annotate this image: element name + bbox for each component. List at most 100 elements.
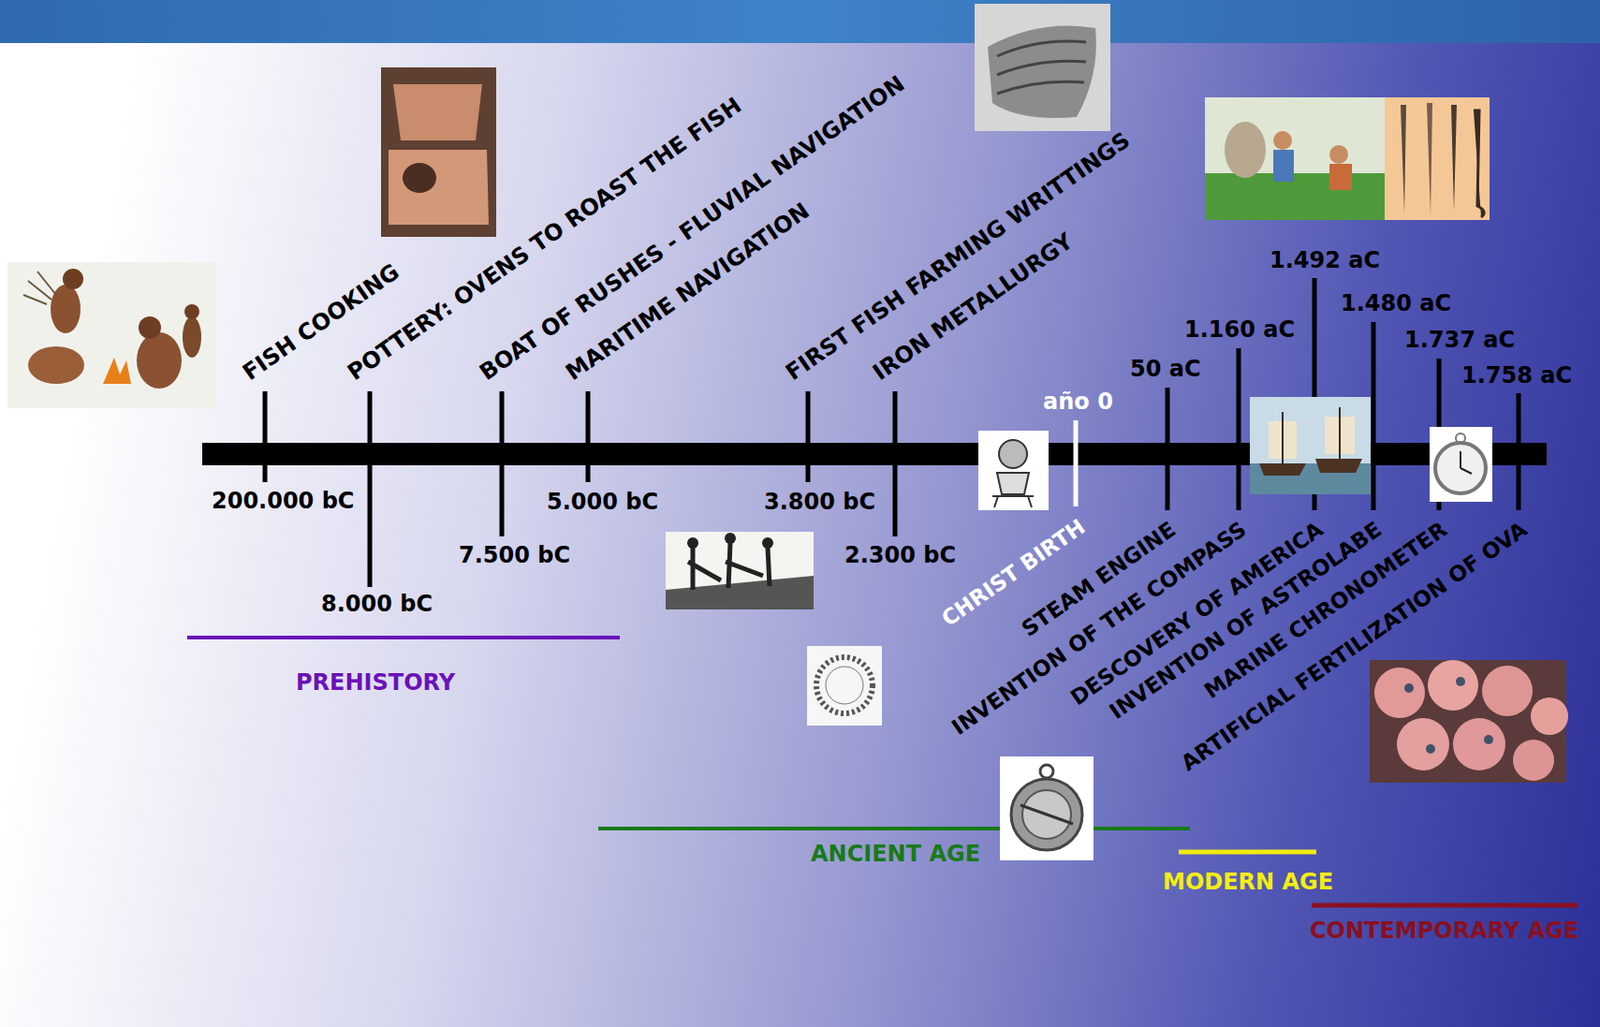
pottery-picture <box>393 84 483 141</box>
astrolabe-picture <box>1011 778 1083 851</box>
era-line <box>1311 903 1578 909</box>
cavemen-picture <box>23 271 57 305</box>
cavemen-picture <box>7 262 217 409</box>
astrolabe-picture <box>999 756 1094 861</box>
fish-farming-picture <box>1204 173 1385 221</box>
fishermen-picture <box>665 531 814 610</box>
date-label: 1.737 aC <box>1402 327 1517 354</box>
era-label: PREHISTORY <box>293 670 457 697</box>
ova-picture <box>1425 744 1436 754</box>
watch-picture <box>1435 442 1486 494</box>
astrolabe-picture <box>1040 764 1054 778</box>
ova-picture <box>1453 718 1506 771</box>
rush-boat-picture <box>987 26 1097 119</box>
cavemen-picture <box>7 262 217 409</box>
event-label: FIRST FISH FARMING WRITTINGS <box>779 126 1137 387</box>
fish-farming-picture <box>1329 145 1349 164</box>
ova-picture <box>1374 667 1425 719</box>
ova-picture <box>1530 697 1569 735</box>
fish-farming-picture <box>1329 163 1352 191</box>
date-label: 7.500 bC <box>456 543 573 570</box>
date-label: 200.000 bC <box>209 488 356 515</box>
fishermen-picture <box>687 537 699 549</box>
tick-marks <box>1516 393 1522 511</box>
tick-marks <box>263 391 268 483</box>
ova-picture <box>1512 739 1555 781</box>
ova-picture <box>1482 665 1533 717</box>
cavemen-picture <box>182 316 202 358</box>
ova-picture <box>1427 660 1479 711</box>
date-label: 1.492 aC <box>1267 248 1382 275</box>
ships-picture <box>1282 407 1340 464</box>
tick-marks <box>1371 322 1377 511</box>
tick-marks <box>499 391 505 537</box>
rush-boat-picture <box>997 41 1087 94</box>
pottery-picture <box>388 149 489 225</box>
iron-tools-picture <box>1384 97 1490 221</box>
ova-picture <box>1455 676 1466 687</box>
tick-marks <box>893 391 898 537</box>
date-label: 3.800 bC <box>762 489 878 516</box>
date-label: año 0 <box>1041 389 1116 416</box>
ova-picture <box>1396 718 1450 771</box>
compass-picture <box>807 645 882 726</box>
steam-engine-picture <box>978 430 1049 511</box>
era-label: MODERN AGE <box>1160 869 1336 896</box>
fishermen-picture <box>762 537 774 549</box>
era-label: CONTEMPORARY AGE <box>1307 918 1581 945</box>
tick-marks <box>367 391 373 588</box>
ova-picture <box>1369 660 1569 783</box>
tick-marks <box>1236 348 1242 511</box>
fish-farming-picture <box>1204 97 1385 221</box>
astrolabe-picture <box>1020 805 1073 824</box>
ova-picture <box>1404 683 1414 693</box>
iron-tools-picture <box>1473 110 1484 218</box>
watch-picture <box>1429 426 1493 502</box>
date-label: 2.300 bC <box>842 543 958 570</box>
cavemen-picture <box>62 268 84 290</box>
pottery-picture <box>381 67 497 237</box>
ships-picture <box>1259 458 1363 476</box>
iron-tools-picture <box>1384 97 1490 221</box>
tick-marks <box>586 391 591 483</box>
date-label: 8.000 bC <box>319 591 435 618</box>
fish-farming-picture <box>1224 121 1266 178</box>
cavemen-picture <box>28 346 85 384</box>
header-bar <box>0 0 1600 44</box>
event-label: INVENTION OF THE COMPASS <box>945 515 1253 741</box>
date-label: 5.000 bC <box>544 489 661 516</box>
steam-engine-picture <box>978 430 1049 511</box>
date-label: 1.480 aC <box>1338 291 1454 318</box>
ships-picture <box>1249 396 1371 495</box>
year-zero-tick <box>1073 420 1079 507</box>
fishermen-picture <box>724 532 736 544</box>
cavemen-picture <box>50 284 81 334</box>
era-line <box>598 826 1190 831</box>
ships-picture <box>1249 396 1371 495</box>
fish-farming-picture <box>1273 149 1294 182</box>
tick-marks <box>806 391 811 483</box>
cavemen-picture <box>138 316 162 339</box>
compass-picture <box>807 645 882 726</box>
steam-engine-picture <box>992 472 1034 508</box>
watch-picture <box>1460 451 1472 474</box>
steam-engine-picture <box>998 440 1028 469</box>
watch-picture <box>1429 426 1493 502</box>
tick-marks <box>1165 387 1171 511</box>
era-line <box>187 635 620 640</box>
pottery-picture <box>402 162 437 193</box>
compass-picture <box>825 666 864 705</box>
era-line <box>1178 850 1317 855</box>
watch-picture <box>1455 433 1466 443</box>
fish-farming-picture <box>1204 97 1385 221</box>
rush-boat-picture <box>974 3 1111 132</box>
cavemen-picture <box>136 332 182 389</box>
iron-tools-picture <box>1400 104 1407 214</box>
date-label: 1.160 aC <box>1182 317 1297 344</box>
iron-tools-picture <box>1426 102 1433 216</box>
pottery-picture <box>381 67 497 237</box>
date-label: 50 aC <box>1128 356 1204 383</box>
cavemen-picture <box>184 304 200 320</box>
compass-picture <box>816 657 873 714</box>
fishermen-picture <box>688 543 770 590</box>
